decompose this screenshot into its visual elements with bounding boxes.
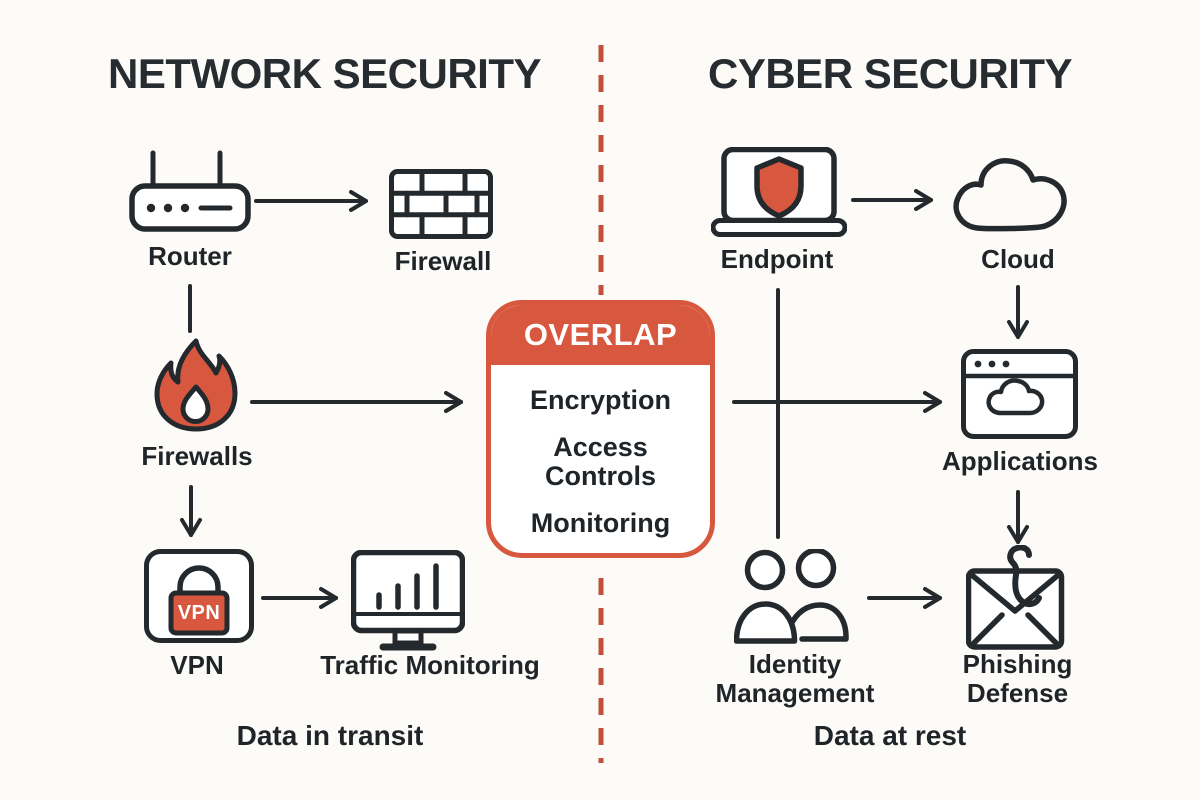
firewalls-label: Firewalls — [141, 441, 253, 471]
vpn-lock-icon: VPN — [144, 549, 254, 643]
laptop-shield-icon — [711, 147, 847, 237]
cyber-security-title: CYBER SECURITY — [708, 50, 1073, 97]
overlap-body: Encryption Access Controls Monitoring — [491, 365, 710, 553]
phishing-envelope-icon — [966, 545, 1065, 650]
router-label: Router — [148, 241, 232, 271]
overlap-header: OVERLAP — [491, 305, 710, 365]
overlap-item-access-controls: Access Controls — [545, 431, 656, 492]
traffic-monitoring-label: Traffic Monitoring — [320, 650, 540, 680]
router-icon — [129, 150, 251, 232]
applications-window-icon — [961, 349, 1078, 439]
vpn-badge-label: VPN — [177, 601, 221, 624]
identity-users-icon — [734, 549, 849, 644]
data-in-transit-label: Data in transit — [236, 720, 424, 751]
overlap-item-encryption: Encryption — [529, 385, 671, 415]
applications-label: Applications — [941, 446, 1098, 476]
identity-management-label: Identity Management — [715, 649, 875, 709]
overlap-box: OVERLAP Encryption Access Controls Monit… — [486, 300, 715, 558]
traffic-monitor-icon — [351, 550, 465, 651]
network-security-title: NETWORK SECURITY — [108, 50, 542, 97]
flame-icon — [154, 338, 238, 432]
firewall-brick-icon — [389, 169, 493, 239]
overlap-item-monitoring: Monitoring — [530, 508, 671, 539]
vpn-label: VPN — [170, 650, 224, 680]
endpoint-label: Endpoint — [720, 244, 834, 274]
cloud-label: Cloud — [981, 244, 1055, 274]
cloud-icon — [953, 158, 1067, 232]
data-at-rest-label: Data at rest — [813, 720, 967, 751]
firewall-label: Firewall — [394, 246, 492, 276]
phishing-defense-label: Phishing Defense — [962, 649, 1073, 709]
